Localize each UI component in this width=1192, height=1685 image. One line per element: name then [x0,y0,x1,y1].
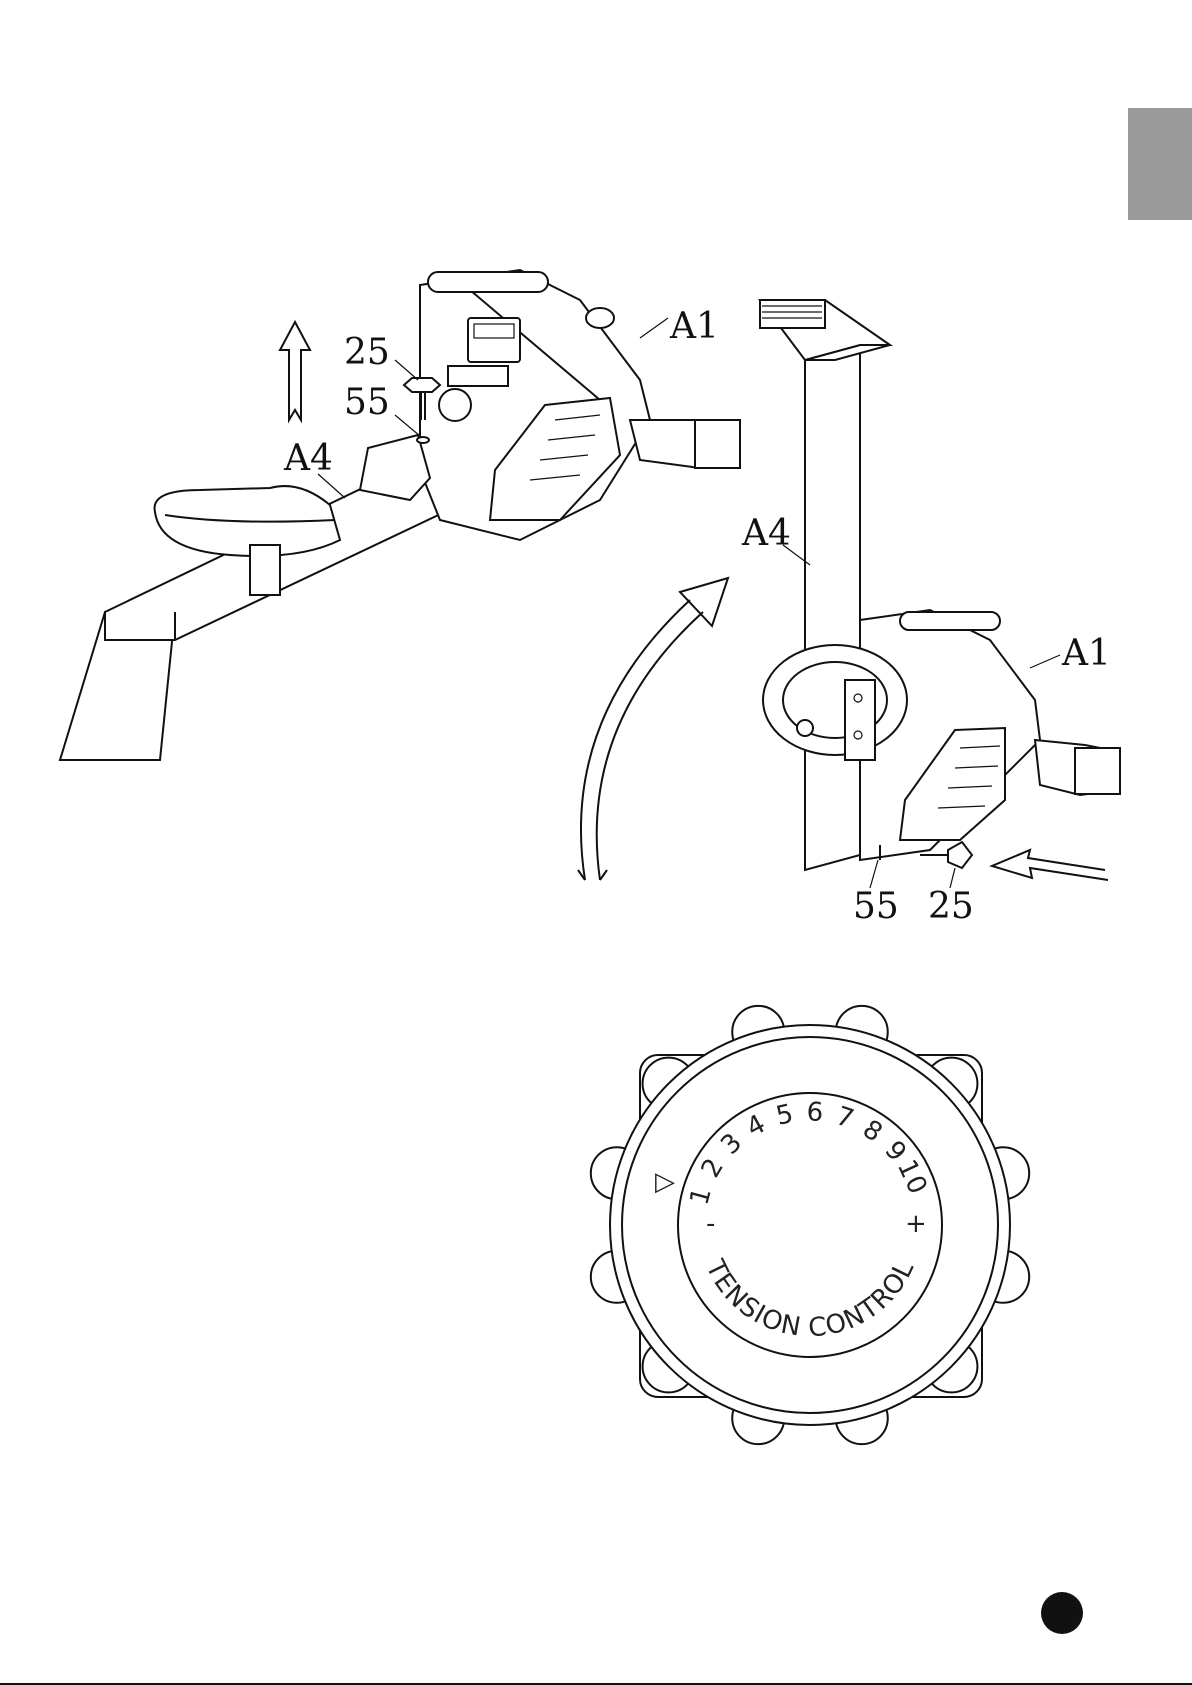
label-bolt-25-left: 25 [344,332,390,373]
label-washer-55-right: 55 [853,886,899,927]
label-frame-a1-right: A1 [1061,633,1111,674]
lift-arrow-up [280,322,310,420]
label-rail-a4-left: A4 [283,438,333,479]
side-tab [1128,108,1192,220]
insert-arrow-left [992,850,1108,880]
label-frame-a1-left: A1 [669,306,719,347]
dial-level-6: 6 [806,1097,825,1128]
label-bolt-25-right: 25 [928,886,974,927]
rower-right-illustration [760,300,1120,888]
label-rail-a4-right: A4 [741,513,791,554]
tension-control-dial [591,1006,1029,1444]
dial-minus-label: - [706,1209,716,1239]
rower-left-illustration [60,270,740,760]
rotate-arrow [578,578,728,880]
label-washer-55-left: 55 [344,382,390,423]
dial-pointer-icon: ▷ [655,1167,676,1197]
dial-plus-label: + [905,1209,928,1239]
page-number-badge [1041,1592,1083,1634]
